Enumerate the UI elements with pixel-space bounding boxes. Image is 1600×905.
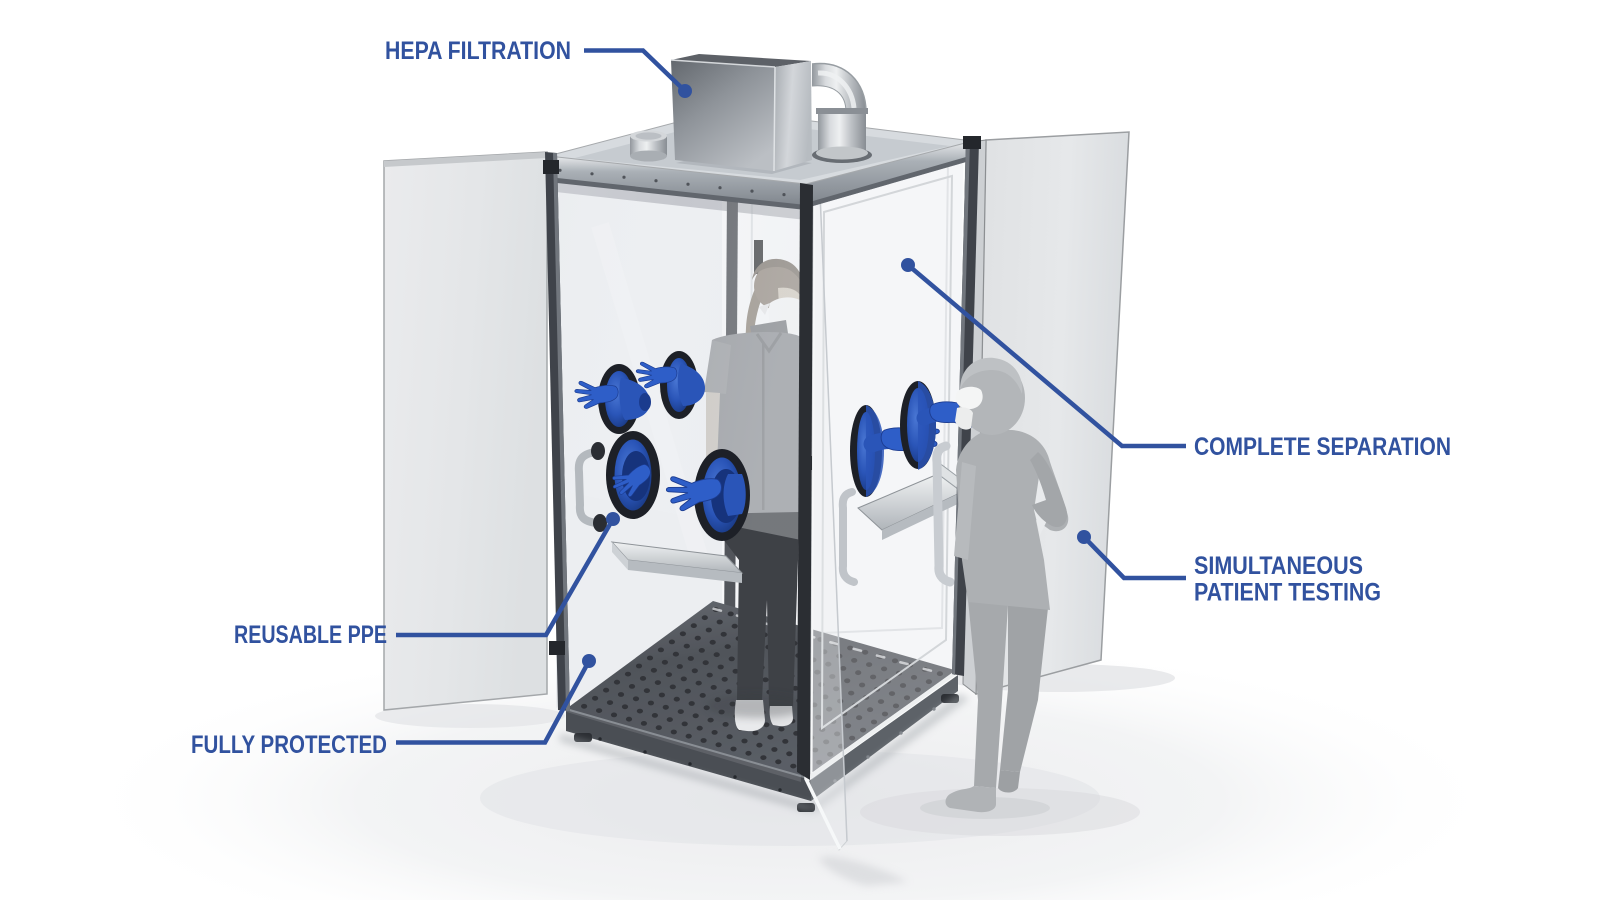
svg-text:REUSABLE PPE: REUSABLE PPE xyxy=(234,621,387,649)
svg-text:COMPLETE SEPARATION: COMPLETE SEPARATION xyxy=(1194,433,1451,461)
svg-text:HEPA FILTRATION: HEPA FILTRATION xyxy=(385,37,571,65)
svg-text:PATIENT TESTING: PATIENT TESTING xyxy=(1194,579,1381,607)
svg-text:SIMULTANEOUS: SIMULTANEOUS xyxy=(1194,552,1363,580)
svg-text:FULLY PROTECTED: FULLY PROTECTED xyxy=(191,731,387,759)
